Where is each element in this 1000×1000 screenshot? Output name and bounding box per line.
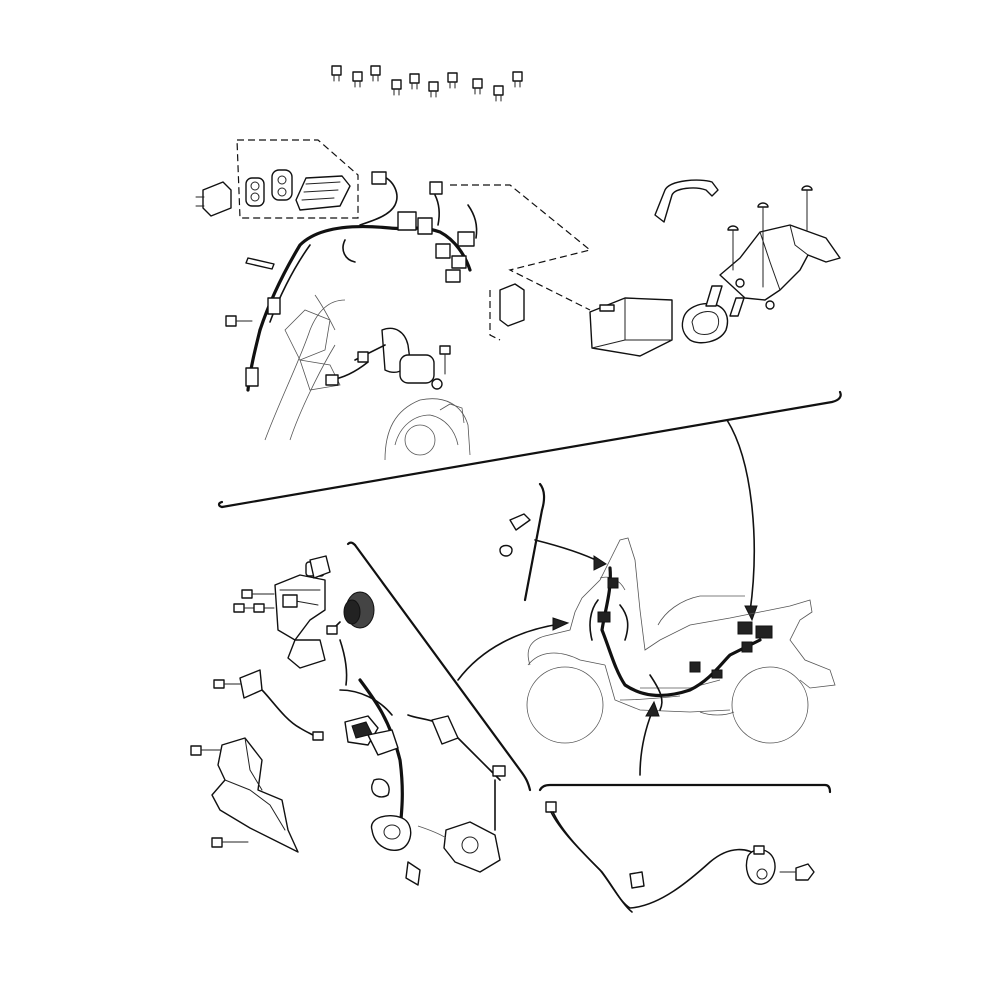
- upper-harness-assembly: [195, 139, 841, 461]
- main-harness-cable: [258, 224, 472, 332]
- rear-sensor-detail: [538, 783, 832, 913]
- fuse: [428, 81, 439, 98]
- harness-connector: [371, 171, 387, 185]
- cable-tie: [245, 257, 275, 270]
- fuse: [447, 72, 458, 89]
- fuse: [352, 71, 363, 88]
- harness-clip: [405, 861, 421, 886]
- section-divider: [220, 390, 842, 509]
- horn: [371, 778, 390, 798]
- harness-connector: [397, 211, 433, 235]
- connector-plug: [195, 181, 232, 217]
- clip: [499, 544, 513, 557]
- harness-connector: [429, 181, 443, 195]
- sensor-connector: [545, 801, 557, 813]
- fuse: [370, 65, 381, 82]
- control-unit-module: [295, 175, 351, 211]
- battery-tray: [719, 224, 841, 310]
- ignition-switch: [326, 591, 375, 686]
- connector-block: [344, 715, 399, 756]
- bolt: [241, 589, 275, 599]
- relay: [271, 169, 293, 201]
- bulb: [509, 513, 531, 531]
- frame-outline: [264, 294, 346, 441]
- callout-arrow: [639, 711, 653, 776]
- wire-bracket: [213, 669, 324, 741]
- harness-connector: [245, 367, 259, 387]
- screw: [757, 202, 769, 288]
- bolt: [431, 345, 451, 390]
- sensor-cable: [550, 811, 759, 909]
- wire-guide: [431, 715, 459, 745]
- scooter-overview: [499, 482, 836, 744]
- screw: [727, 225, 739, 271]
- relay-group-outline: [236, 139, 359, 219]
- front-harness-assembly: [190, 541, 532, 886]
- front-cover-shield: [190, 737, 299, 853]
- screw: [801, 185, 813, 231]
- harness-clamp: [370, 814, 412, 851]
- engine-block-outline: [384, 398, 471, 461]
- harness-connector: [267, 297, 281, 315]
- cable-clip: [629, 871, 645, 889]
- relay: [245, 177, 265, 207]
- harness-connector: [457, 231, 475, 247]
- starter-relay-small: [499, 283, 525, 327]
- fuse: [472, 78, 483, 95]
- bolt: [225, 315, 253, 327]
- bolt: [779, 863, 815, 881]
- harness-connector: [451, 255, 467, 269]
- bolt: [253, 603, 265, 613]
- scooter-body-outline: [526, 537, 836, 744]
- fuse-row: [331, 65, 523, 102]
- harness-connector: [435, 243, 451, 259]
- throttle-sensor: [417, 821, 501, 873]
- starter-relay: [325, 327, 435, 386]
- battery-holder-strap: [654, 179, 719, 223]
- speed-sensor: [745, 845, 776, 885]
- fuse: [331, 65, 342, 82]
- fuse: [409, 73, 420, 90]
- section-divider: [538, 783, 832, 794]
- scooter-harness-route: [600, 566, 762, 697]
- battery-pad: [705, 285, 723, 307]
- fuse: [512, 71, 523, 88]
- handlebar-switch-housing: [274, 561, 326, 669]
- callout-arrow: [457, 623, 561, 681]
- front-harness-cable: [358, 678, 404, 832]
- grommet: [309, 555, 331, 579]
- callout-arrow: [726, 419, 755, 613]
- scooter-harness-connector: [597, 577, 773, 679]
- fuse: [391, 79, 402, 96]
- battery-pad: [729, 297, 745, 317]
- harness-connector: [445, 269, 461, 283]
- fuse: [493, 85, 504, 102]
- battery: [589, 297, 673, 357]
- battery-band: [681, 302, 729, 344]
